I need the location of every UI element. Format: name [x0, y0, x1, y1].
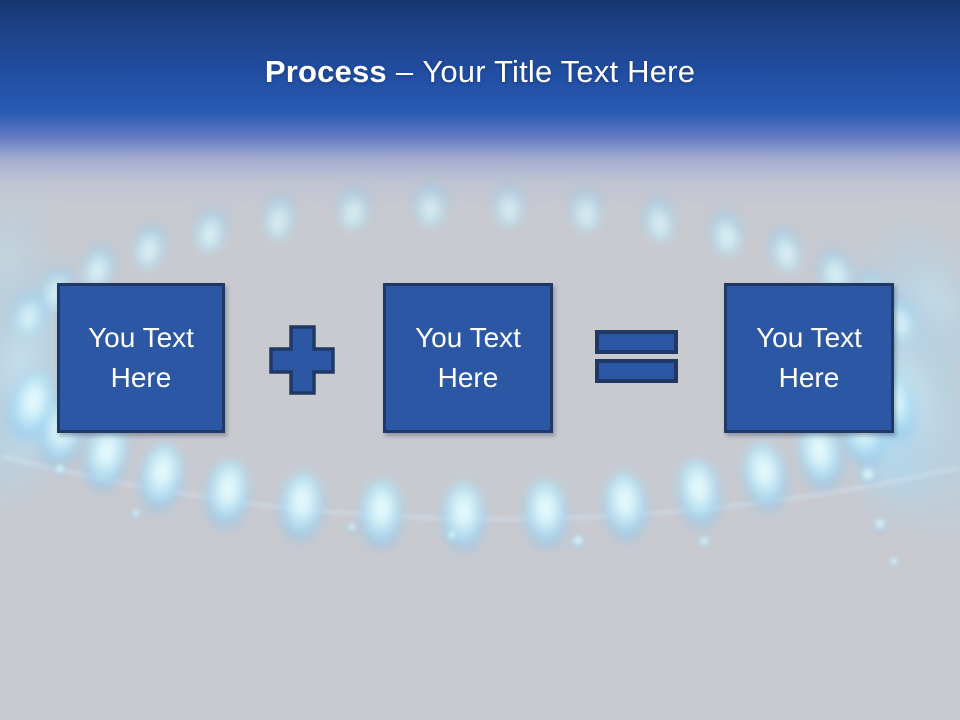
flame-droplets-layer	[54, 464, 899, 567]
process-box-2: You Text Here	[383, 283, 553, 433]
title-subtitle: Your Title Text Here	[422, 54, 696, 89]
slide-title: Process–Your Title Text Here	[0, 54, 960, 90]
process-box-3-label: You Text Here	[756, 322, 862, 393]
process-box-3: You Text Here	[724, 283, 894, 433]
title-separator: –	[395, 54, 414, 89]
process-box-1: You Text Here	[57, 283, 225, 433]
equals-icon	[595, 330, 678, 383]
process-box-2-label: You Text Here	[415, 322, 521, 393]
title-keyword: Process	[264, 54, 387, 89]
process-box-1-label: You Text Here	[88, 322, 194, 393]
plus-icon	[269, 325, 335, 395]
